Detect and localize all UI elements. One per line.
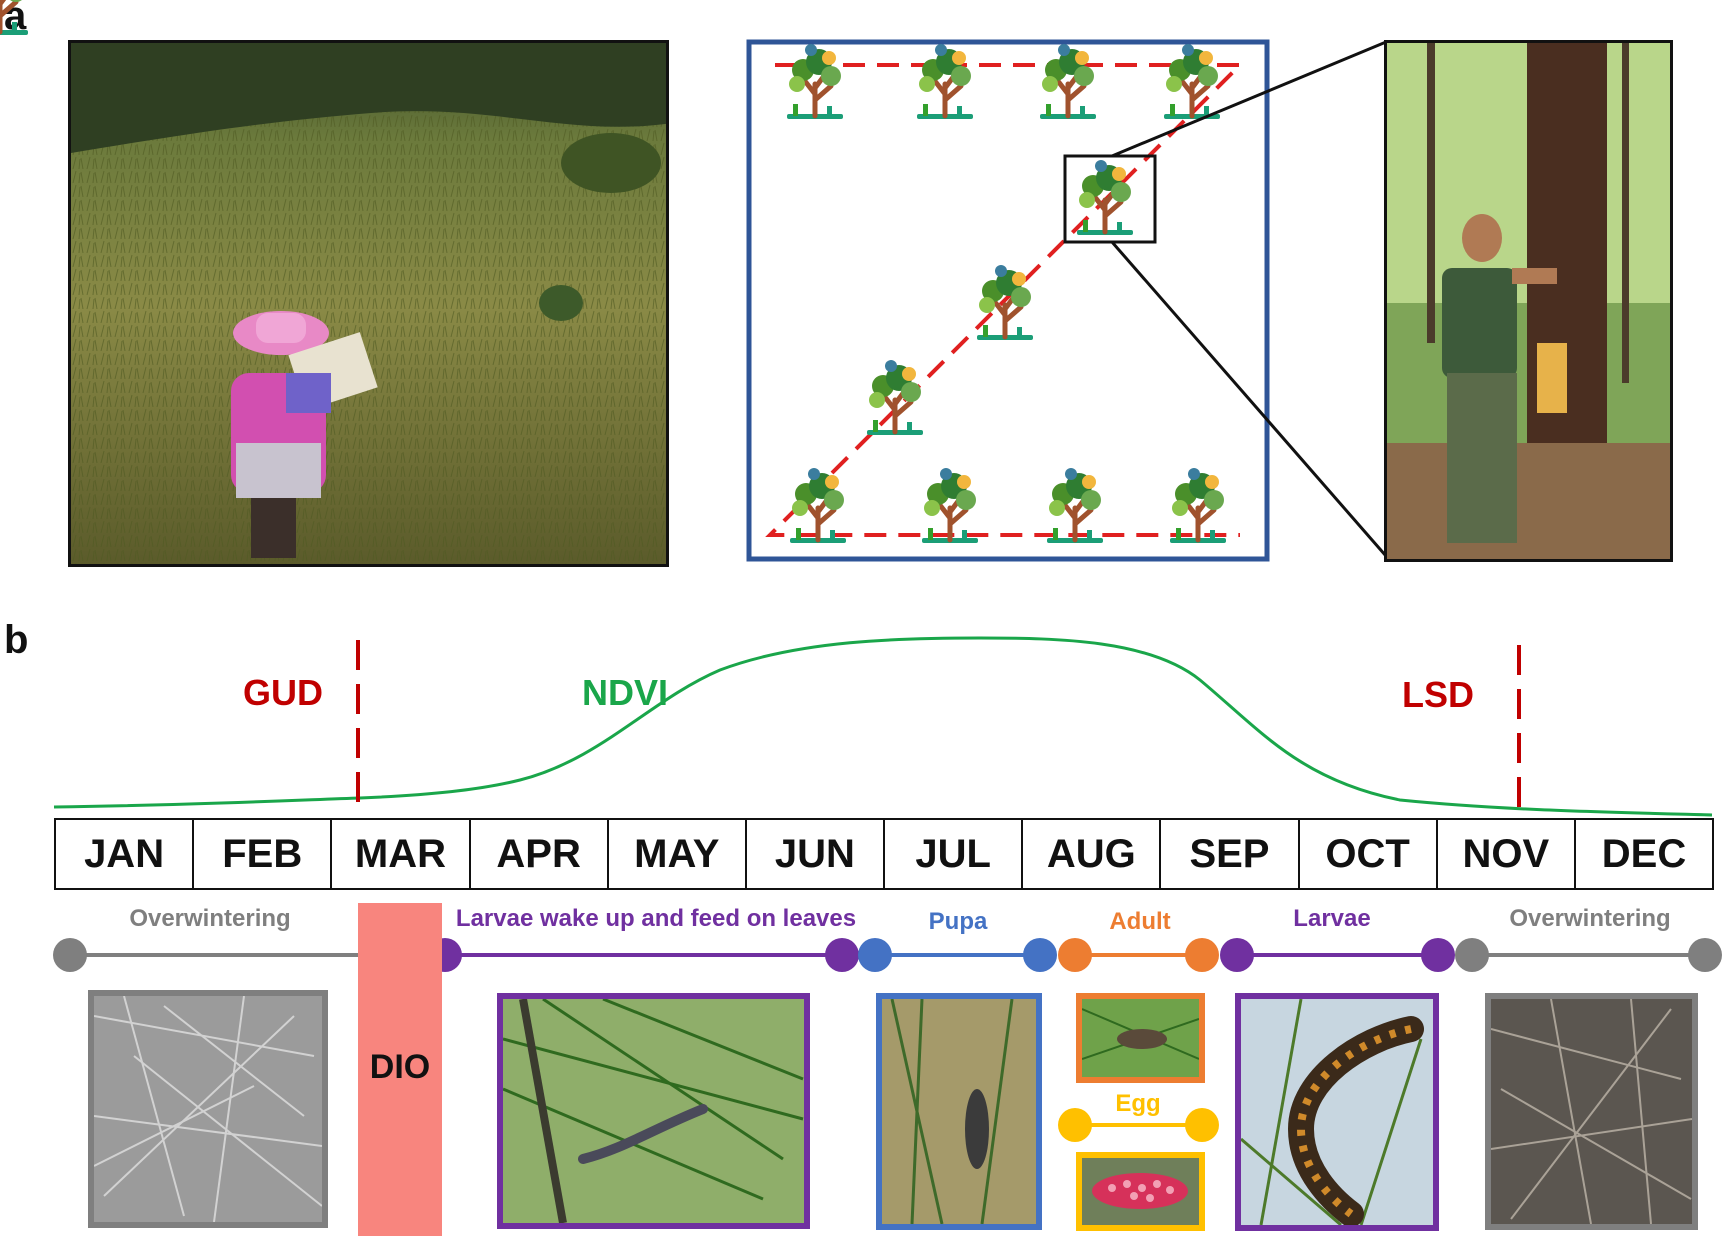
stage-egg: Egg: [1115, 1090, 1161, 1117]
stage-larvae-wake: Larvae wake up and feed on leaves: [455, 905, 857, 932]
month-dec: DEC: [1601, 831, 1687, 876]
stage-adult: Adult: [1109, 908, 1171, 935]
ndvi-label: NDVI: [582, 672, 669, 713]
stage-overwintering-end: Overwintering: [1509, 905, 1671, 932]
month-mar: MAR: [332, 820, 471, 888]
month-feb: FEB: [194, 820, 333, 888]
larvae-caterpillar-photo: [1235, 993, 1439, 1231]
stage-pupa: Pupa: [928, 908, 988, 935]
month-jul: JUL: [885, 820, 1024, 888]
sampling-route-diagram: [0, 0, 1388, 562]
overwintering-litter-photo: [88, 990, 328, 1228]
month-oct: OCT: [1300, 820, 1438, 888]
sampling-route-line: [765, 63, 1245, 537]
overwintering-end-photo: [1485, 993, 1698, 1230]
gud-label: GUD: [243, 672, 323, 713]
month-row: JAN FEB MAR APR MAY JUN JUL AUG SEP OCT …: [54, 818, 1714, 890]
adult-moth-photo: [1076, 993, 1205, 1083]
month-jun: JUN: [747, 820, 886, 888]
dio-label: DIO: [369, 1048, 431, 1086]
overwintering-start-node: [53, 938, 87, 972]
month-sep: SEP: [1161, 820, 1300, 888]
panel-b-label: b: [4, 618, 29, 662]
month-nov: NOV: [1438, 820, 1576, 888]
month-may: MAY: [609, 820, 747, 888]
stage-overwintering-start: Overwintering: [129, 905, 291, 932]
egg-cluster-photo: [1076, 1152, 1205, 1231]
stage-larvae: Larvae: [1293, 905, 1371, 932]
field-survey-photo: [68, 40, 669, 567]
dio-bar: DIO: [358, 903, 442, 1236]
ndvi-curve: [53, 636, 1713, 817]
lsd-label: LSD: [1402, 674, 1474, 715]
tree-icon: [0, 0, 28, 35]
zoom-box: [1063, 154, 1157, 244]
larvae-wake-photo: [497, 993, 810, 1229]
tree-sampling-photo: [1384, 40, 1673, 562]
month-apr: APR: [471, 820, 609, 888]
month-jan: JAN: [56, 820, 195, 888]
pupa-photo: [876, 993, 1042, 1230]
month-aug: AUG: [1023, 820, 1162, 888]
